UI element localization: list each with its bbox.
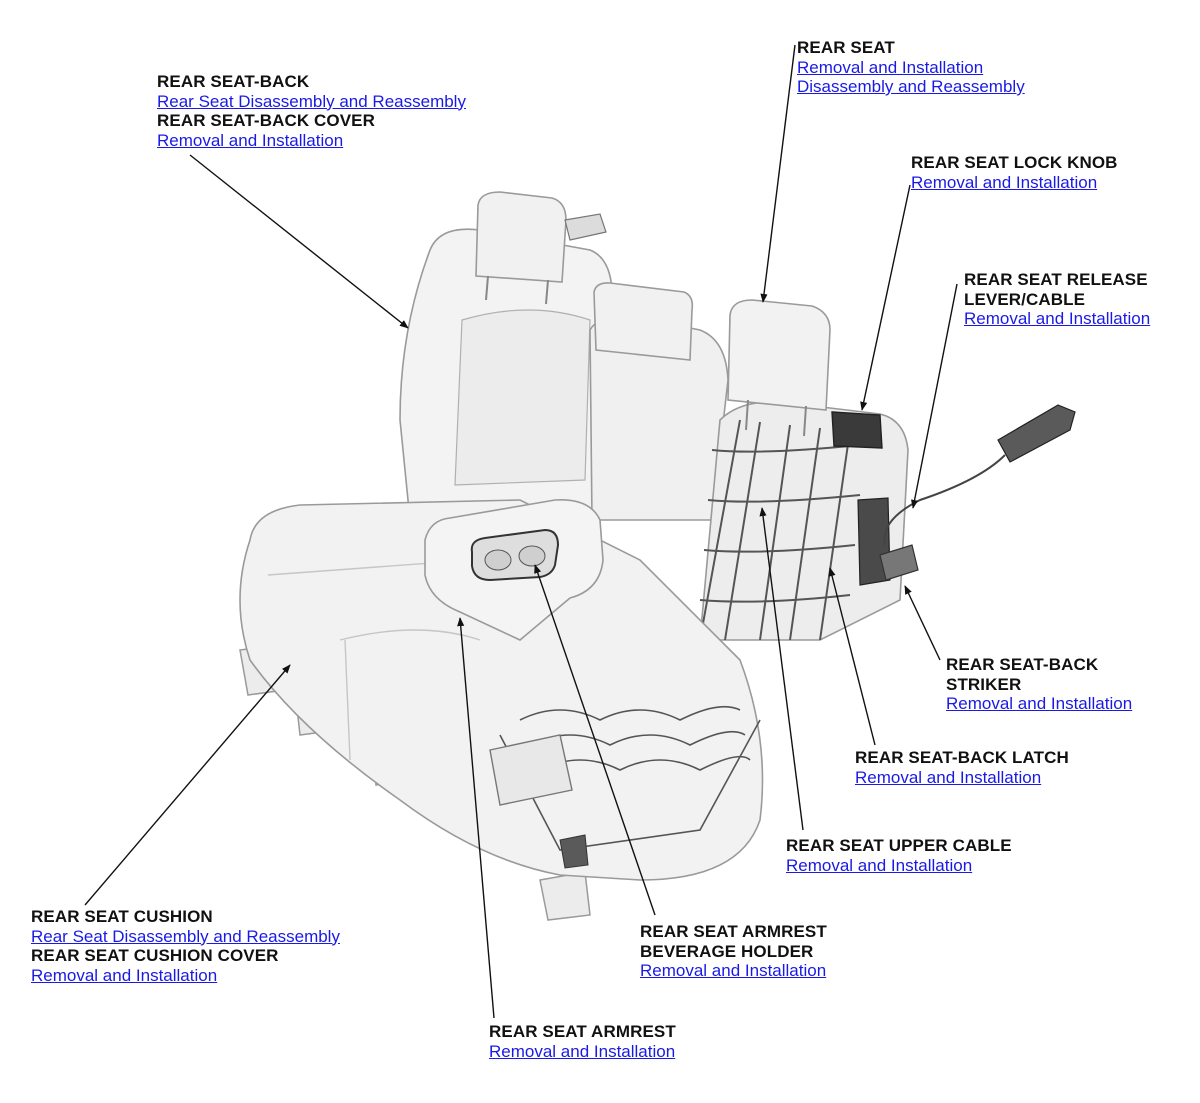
link-striker-removal[interactable]: Removal and Installation [946,694,1133,713]
title-armrest: REAR SEAT ARMREST [489,1022,676,1041]
title-release-lever-1: REAR SEAT RELEASE [964,270,1148,289]
link-lock-knob-removal[interactable]: Removal and Installation [911,172,1098,192]
title-cushion-cover: REAR SEAT CUSHION COVER [31,946,279,965]
link-seat-back-cover-removal[interactable]: Removal and Installation [157,130,344,150]
link-rear-seat-disassembly[interactable]: Disassembly and Reassembly [797,77,1025,96]
title-striker-2: STRIKER [946,674,1022,694]
leader-lock-knob [860,184,911,411]
link-release-lever-removal[interactable]: Removal and Installation [964,309,1151,328]
title-release-lever-2: LEVER/CABLE [964,289,1086,309]
title-striker-1: REAR SEAT-BACK [946,655,1099,674]
leader-armrest [457,617,495,1019]
title-rear-seat: REAR SEAT [797,38,895,57]
leader-upper-cable [759,507,804,831]
left-seat-back [399,191,613,521]
right-seat-back [699,299,909,641]
callout-rear-seat-back: REAR SEAT-BACK Rear Seat Disassembly and… [157,72,466,150]
link-seat-back-disassembly[interactable]: Rear Seat Disassembly and Reassembly [157,91,466,111]
title-rear-seat-back: REAR SEAT-BACK [157,72,310,91]
callout-latch: REAR SEAT-BACK LATCH Removal and Install… [855,748,1069,787]
callout-striker: REAR SEAT-BACK STRIKER Removal and Insta… [946,655,1132,714]
leader-lines [84,44,958,1019]
callout-release-lever: REAR SEAT RELEASE LEVER/CABLE Removal an… [964,270,1150,329]
armrest [424,499,604,641]
link-latch-removal[interactable]: Removal and Installation [855,767,1042,787]
title-cushion: REAR SEAT CUSHION [31,907,213,926]
leader-latch [828,567,876,746]
title-lock-knob: REAR SEAT LOCK KNOB [911,153,1118,172]
leader-release-lever [911,283,958,509]
link-cushion-cover-removal[interactable]: Removal and Installation [31,965,218,985]
link-cushion-disassembly[interactable]: Rear Seat Disassembly and Reassembly [31,926,340,946]
release-lever-assembly [879,404,1076,581]
leader-cushion [84,664,291,906]
link-armrest-removal[interactable]: Removal and Installation [489,1041,676,1061]
title-beverage-holder-1: REAR SEAT ARMREST [640,922,827,941]
title-upper-cable: REAR SEAT UPPER CABLE [786,836,1012,855]
leader-striker [904,585,941,661]
title-rear-seat-back-cover: REAR SEAT-BACK COVER [157,111,375,130]
link-rear-seat-removal[interactable]: Removal and Installation [797,57,984,77]
callout-armrest: REAR SEAT ARMREST Removal and Installati… [489,1022,676,1061]
callout-rear-seat: REAR SEAT Removal and Installation Disas… [797,38,1025,97]
callout-beverage-holder: REAR SEAT ARMREST BEVERAGE HOLDER Remova… [640,922,827,981]
callout-upper-cable: REAR SEAT UPPER CABLE Removal and Instal… [786,836,1012,875]
title-latch: REAR SEAT-BACK LATCH [855,748,1069,767]
leader-rear-seat [760,44,796,303]
link-beverage-holder-removal[interactable]: Removal and Installation [640,961,827,980]
leader-beverage-holder [534,564,656,916]
callout-cushion: REAR SEAT CUSHION Rear Seat Disassembly … [31,907,340,985]
leader-seat-back [189,154,409,329]
link-upper-cable-removal[interactable]: Removal and Installation [786,855,973,875]
title-beverage-holder-2: BEVERAGE HOLDER [640,941,814,961]
seat-cushion [239,499,764,881]
middle-seat-back [589,282,729,521]
callout-lock-knob: REAR SEAT LOCK KNOB Removal and Installa… [911,153,1118,192]
